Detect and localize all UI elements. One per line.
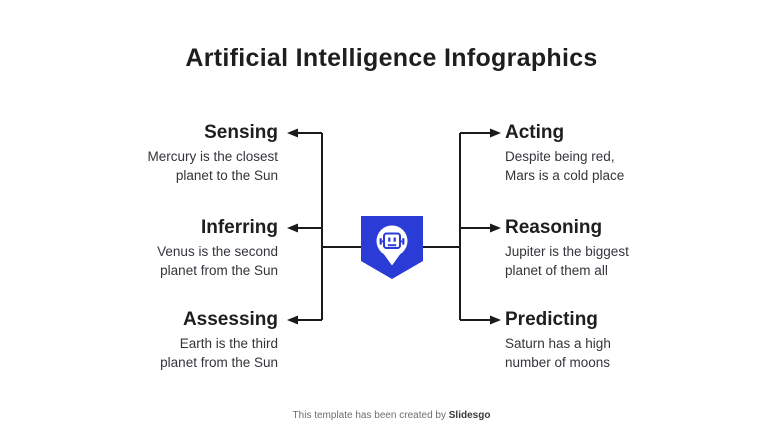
robot-mouth xyxy=(387,244,397,247)
item-title: Sensing xyxy=(204,122,278,143)
footer-credit: This template has been created by Slides… xyxy=(0,410,783,421)
robot-ear-right xyxy=(402,238,405,245)
item-title: Acting xyxy=(505,122,565,143)
robot-ear-left xyxy=(379,238,382,245)
item-title: Inferring xyxy=(200,217,278,238)
item-title: Assessing xyxy=(182,309,278,330)
list-item-acting: Acting Despite being red,Mars is a cold … xyxy=(505,120,680,185)
item-title: Reasoning xyxy=(505,217,603,238)
item-description: Despite being red,Mars is a cold place xyxy=(505,149,625,183)
page-title: Artificial Intelligence Infographics xyxy=(185,44,598,72)
footer-brand: Slidesgo xyxy=(448,410,491,421)
arrowheads xyxy=(287,128,501,325)
robot-chat-icon xyxy=(379,232,405,249)
badge-banner-shape xyxy=(361,216,423,279)
robot-eye-left xyxy=(388,237,391,242)
item-title: Predicting xyxy=(505,309,598,330)
robot-eye-right xyxy=(393,237,396,242)
connector-lines xyxy=(297,132,490,321)
footer-text: This template has been created by xyxy=(292,410,446,421)
